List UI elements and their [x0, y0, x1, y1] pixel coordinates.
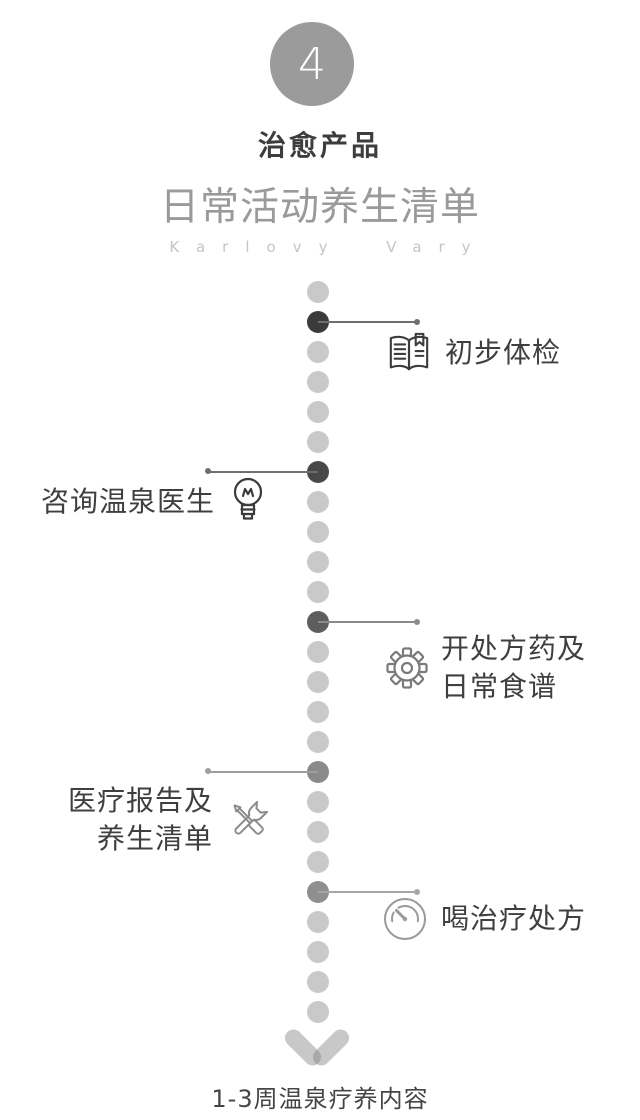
timeline-dot — [307, 821, 329, 843]
timeline-dot — [307, 791, 329, 813]
timeline-dot — [307, 551, 329, 573]
timeline-dot — [307, 851, 329, 873]
connector-line — [318, 621, 418, 623]
timeline-dot — [307, 581, 329, 603]
category-heading: 治愈产品 — [257, 129, 382, 162]
timeline-dot — [307, 671, 329, 693]
timeline-dot — [307, 701, 329, 723]
timeline-dot — [307, 1001, 329, 1023]
step-label: 医疗报告及 养生清单 — [67, 784, 213, 855]
timeline-dot — [307, 911, 329, 933]
connector-line — [210, 471, 318, 473]
gear-icon — [386, 647, 428, 689]
timeline-dot — [307, 371, 329, 393]
gauge-icon — [382, 896, 428, 942]
tools-icon — [226, 797, 272, 843]
timeline-dot — [307, 341, 329, 363]
step-label: 开处方药及 日常食谱 — [441, 632, 587, 703]
connector-line — [318, 891, 418, 893]
timeline-dot — [307, 641, 329, 663]
open-book-icon — [386, 331, 432, 375]
connector-line — [210, 771, 318, 773]
timeline-dot — [307, 731, 329, 753]
timeline-dot — [307, 521, 329, 543]
latin-subtitle: Karlovy Vary — [169, 238, 488, 256]
page-title: 日常活动养生清单 — [159, 185, 480, 230]
timeline-dot — [307, 401, 329, 423]
connector-end-dot — [414, 889, 420, 895]
timeline-dot — [307, 431, 329, 453]
badge-number: 4 — [298, 38, 326, 90]
connector-line — [318, 321, 418, 323]
timeline-dot — [307, 491, 329, 513]
connector-end-dot — [414, 319, 420, 325]
footer-note: 1-3周温泉疗养内容 — [211, 1085, 429, 1113]
connector-end-dot — [205, 768, 211, 774]
connector-end-dot — [414, 619, 420, 625]
timeline-dot — [307, 461, 329, 483]
connector-end-dot — [205, 468, 211, 474]
step-label: 喝治疗处方 — [441, 902, 587, 935]
timeline-dot — [307, 971, 329, 993]
lightbulb-icon — [228, 476, 268, 528]
timeline-dot — [307, 941, 329, 963]
timeline-dot — [307, 761, 329, 783]
step-label: 咨询温泉医生 — [40, 485, 215, 518]
step-number-badge: 4 — [270, 22, 354, 106]
timeline-dot — [307, 281, 329, 303]
step-label: 初步体检 — [445, 336, 562, 369]
